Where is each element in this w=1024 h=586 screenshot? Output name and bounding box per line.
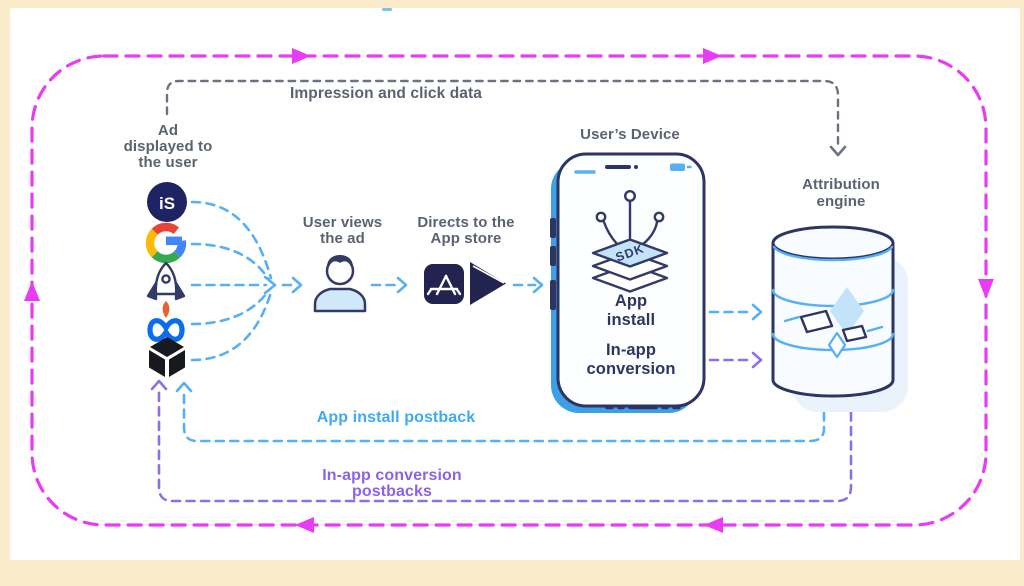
ironsource-icon: iS [147,182,187,222]
impression-click-data-line [165,79,847,157]
attribution-engine-label: Attribution engine [802,176,880,210]
user-views-label: User views the ad [302,214,383,247]
users-device-label: User’s Device [580,126,680,143]
app-install-label: App install [606,292,656,329]
ironsource-glyph: iS [159,194,175,213]
in-app-conversion-label: In-app conversion [586,341,676,378]
app-store-icon [424,264,464,304]
attribution-loop-border [24,48,994,533]
sdk-icon: SDK [591,189,669,293]
top-partial-logo [382,8,392,11]
conversion-to-engine-arrow [708,351,763,369]
database-cylinder-icon [771,225,908,412]
app-install-postback-line [175,381,826,443]
app-install-postback-label: App install postback [316,409,476,426]
directs-app-store-label: Directs to the App store [417,214,515,247]
flow-arrows-center [370,276,544,294]
ad-displayed-label: Ad displayed to the user [123,122,213,171]
rocket-icon [146,261,186,318]
google-play-icon [470,262,506,305]
impression-click-data-label: Impression and click data [290,86,510,102]
smartphone-illustration: SDK [550,152,706,413]
person-icon [313,255,367,313]
google-icon [145,222,187,264]
install-to-engine-arrow [708,303,763,321]
meta-icon [147,318,185,342]
ad-network-fan-lines [190,200,303,362]
unity-icon [149,337,185,377]
in-app-conversion-postbacks-label: In-app conversion postbacks [322,467,462,500]
in-app-conversion-postback-line [150,379,853,503]
impression-click-data-text: Impression and click data [290,85,483,102]
